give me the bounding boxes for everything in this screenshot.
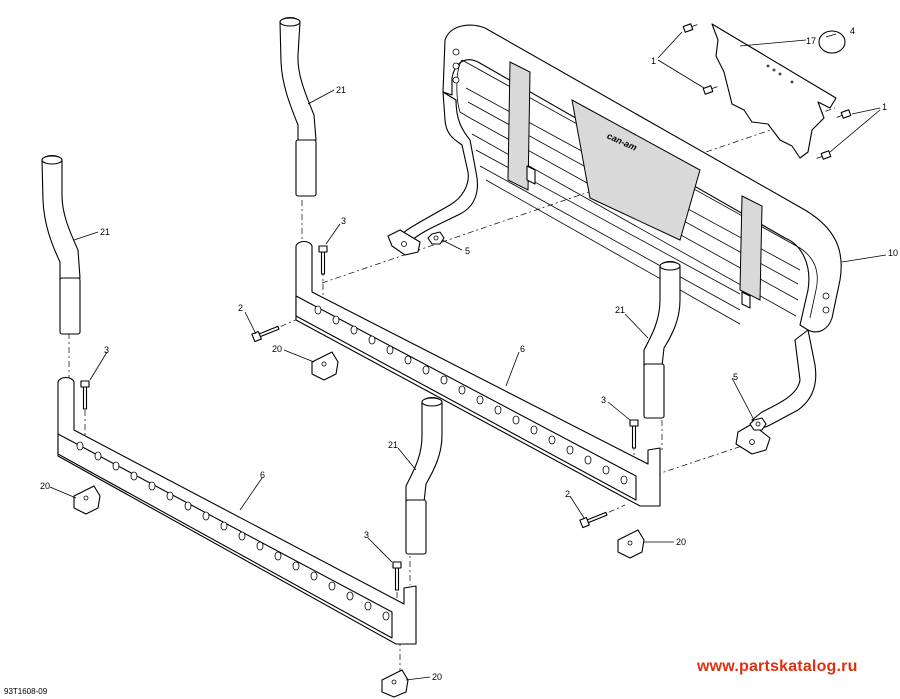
- callout-20: 20: [676, 537, 686, 547]
- callout-5: 5: [465, 246, 470, 256]
- cap-part-4: [818, 30, 846, 54]
- callout-21: 21: [100, 227, 110, 237]
- callout-1: 1: [651, 56, 656, 66]
- callout-21: 21: [615, 305, 625, 315]
- callout-6: 6: [520, 344, 525, 354]
- callout-20: 20: [40, 481, 50, 491]
- watermark-link[interactable]: www.partskatalog.ru: [697, 658, 858, 675]
- bolts-part-3: [80, 245, 639, 591]
- panel-part-17: [711, 23, 837, 159]
- callout-21: 21: [388, 440, 398, 450]
- callout-3: 3: [364, 530, 369, 540]
- callout-labels: 1 1 17 4 21 3 5 10 21 2 20 6 21 3 5 3 20…: [40, 26, 898, 682]
- callout-3: 3: [601, 395, 606, 405]
- drawing-id: 93T1608-09: [4, 687, 48, 696]
- callout-3: 3: [104, 345, 109, 355]
- bolts-part-2: [251, 325, 608, 529]
- upright-tube-part-21-a: [279, 16, 317, 197]
- headache-rack-part-10: can-am: [387, 24, 842, 455]
- callout-3: 3: [341, 216, 346, 226]
- callout-20: 20: [432, 672, 442, 682]
- callout-2: 2: [565, 489, 570, 499]
- leader-lines: [49, 31, 887, 681]
- upright-tube-part-21-c: [643, 260, 681, 419]
- callout-17: 17: [806, 36, 816, 46]
- upright-tube-part-21-b: [41, 154, 81, 335]
- callout-21: 21: [336, 85, 346, 95]
- upright-tube-part-21-d: [405, 396, 443, 555]
- brackets-part-20: [73, 351, 645, 698]
- nuts-part-5: [427, 231, 767, 431]
- screws-part-1: [682, 23, 852, 160]
- crossbar-part-6-upper: [295, 240, 661, 507]
- crossbar-part-6-lower: [57, 376, 417, 645]
- crossbar-holes-upper: [314, 305, 628, 485]
- callout-6: 6: [260, 470, 265, 480]
- callout-20: 20: [272, 344, 282, 354]
- callout-1: 1: [882, 102, 887, 112]
- callout-5: 5: [733, 372, 738, 382]
- callout-2: 2: [238, 303, 243, 313]
- callout-10: 10: [888, 248, 898, 258]
- crossbar-holes-lower: [76, 441, 390, 621]
- callout-4: 4: [850, 26, 855, 36]
